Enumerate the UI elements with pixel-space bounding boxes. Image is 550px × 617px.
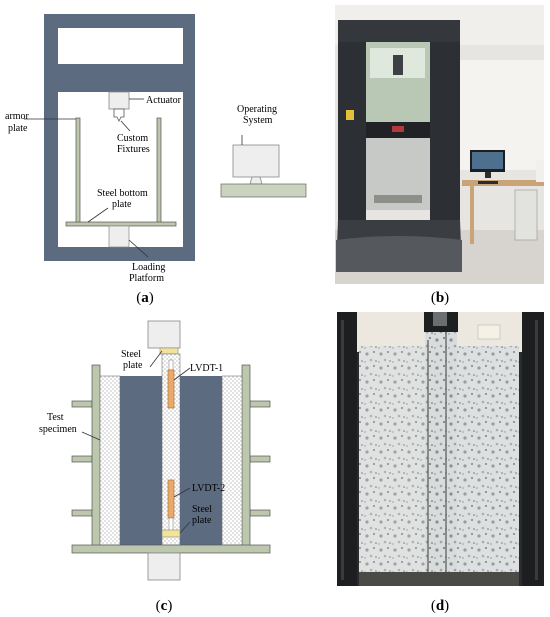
lvdt-1-label: LVDT-1 bbox=[190, 363, 223, 374]
steel-bottom-plate-label-line2: plate bbox=[112, 199, 132, 210]
side-rods-right bbox=[249, 400, 271, 517]
mortar-left bbox=[99, 375, 121, 546]
operating-system-label-line2: System bbox=[243, 115, 273, 126]
armor-plate-right bbox=[156, 117, 162, 224]
steel-plate-bottom-leader bbox=[179, 521, 191, 534]
test-specimen-label-line1: Test bbox=[47, 412, 64, 423]
armor-plate-c-right bbox=[241, 364, 251, 551]
steel-plate-bottom bbox=[161, 529, 181, 538]
steel-plate-bottom-label-line1: Steel bbox=[192, 504, 212, 515]
lvdt-2 bbox=[167, 479, 175, 532]
test-specimen-label-line2: specimen bbox=[39, 424, 77, 435]
custom-fixture bbox=[113, 108, 125, 122]
test-specimen-left bbox=[120, 376, 162, 545]
loading-platform-leader bbox=[128, 239, 149, 258]
mortar-right bbox=[221, 375, 243, 546]
custom-fixtures-label-line2: Fixtures bbox=[117, 144, 150, 155]
armor-plate-label-line1: armor bbox=[5, 111, 30, 122]
os-desk bbox=[220, 183, 307, 198]
armor-plate-left bbox=[75, 117, 81, 224]
loading-platform-label-line2: Platform bbox=[129, 273, 164, 284]
armor-plate-label-line2: plate bbox=[8, 123, 28, 134]
panel-b-photo bbox=[335, 5, 544, 284]
lvdt-1 bbox=[167, 359, 175, 409]
steel-plate-bottom-label-line2: plate bbox=[192, 515, 212, 526]
steel-plate-top bbox=[159, 347, 179, 355]
steel-bottom-plate bbox=[65, 221, 177, 227]
os-monitor-stand bbox=[249, 176, 263, 185]
loading-platform-label-line1: Loading bbox=[132, 262, 165, 273]
lvdt-1-leader bbox=[173, 367, 191, 381]
panel-b-label: (b) bbox=[431, 290, 449, 306]
actuator-block bbox=[108, 91, 130, 110]
test-specimen-leader bbox=[81, 431, 101, 441]
steel-plate-top-label-line1: Steel bbox=[121, 349, 141, 360]
top-loading-block bbox=[147, 320, 181, 349]
custom-fixtures-label-line1: Custom bbox=[117, 133, 148, 144]
lvdt-2-leader bbox=[173, 487, 191, 498]
os-monitor bbox=[232, 144, 280, 178]
operating-system-label-line1: Operating bbox=[237, 104, 277, 115]
lvdt-2-label: LVDT-2 bbox=[192, 483, 225, 494]
panel-d-photo bbox=[337, 312, 544, 586]
panel-a-diagram: Actuator armor plate Custom Fixtures Ste… bbox=[5, 14, 307, 284]
base-steel-plate bbox=[71, 544, 271, 554]
armor-plate-c-left bbox=[91, 364, 101, 551]
steel-bottom-plate-leader bbox=[87, 207, 109, 223]
actuator-label: Actuator bbox=[146, 95, 182, 106]
steel-bottom-plate-label-line1: Steel bottom bbox=[97, 188, 148, 199]
panel-d-label: (d) bbox=[431, 598, 449, 614]
loading-platform-block bbox=[108, 225, 130, 248]
panel-c-label: (c) bbox=[156, 598, 173, 614]
steel-plate-top-label-line2: plate bbox=[123, 360, 143, 371]
panel-c-diagram: Steel plate LVDT-1 Test specimen LVDT-2 … bbox=[39, 320, 271, 581]
test-specimen-right bbox=[180, 376, 222, 545]
panel-a-label: (a) bbox=[136, 290, 154, 306]
steel-plate-top-leader bbox=[149, 350, 163, 368]
side-rods-left bbox=[71, 400, 93, 517]
bottom-loading-block bbox=[147, 552, 181, 581]
operating-system-diagram bbox=[220, 135, 307, 198]
custom-fixtures-leader bbox=[120, 120, 131, 132]
